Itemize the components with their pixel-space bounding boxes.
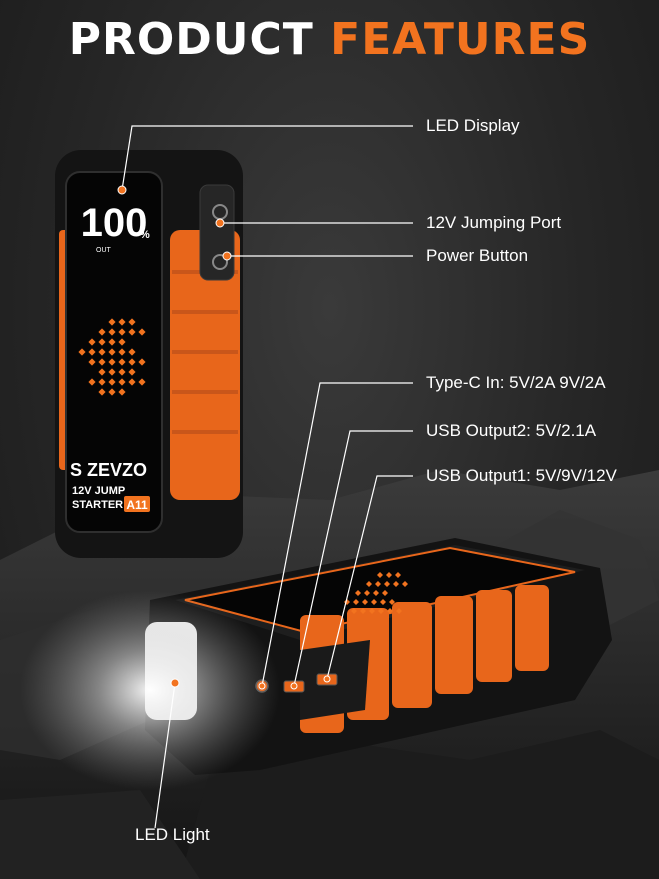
display-out-label: OUT — [96, 247, 112, 254]
charge-dot — [98, 378, 106, 386]
charge-dot — [108, 368, 116, 376]
led-light-label: LED Light — [135, 825, 210, 844]
page-title: PRODUCT FEATURES — [0, 14, 659, 65]
charge-dot — [108, 378, 116, 386]
charge-dot — [377, 572, 383, 578]
charge-dot — [395, 572, 401, 578]
callout-dots — [117, 185, 331, 690]
charge-dot-pattern — [78, 318, 146, 396]
charge-dot — [138, 378, 146, 386]
charge-dot — [138, 358, 146, 366]
charge-dot — [108, 338, 116, 346]
charge-dot — [128, 328, 136, 336]
usb-output2-label: USB Output2: 5V/2.1A — [426, 421, 597, 440]
charge-dot — [98, 348, 106, 356]
display-percent-sign: % — [140, 229, 150, 241]
charge-dot — [128, 318, 136, 326]
charge-dot — [369, 608, 375, 614]
type-c-label: Type-C In: 5V/2A 9V/2A — [426, 373, 606, 392]
charge-dot — [128, 348, 136, 356]
charge-dot-pattern-side — [344, 572, 408, 614]
device-side — [20, 538, 612, 790]
device-brand: S ZEVZO — [70, 460, 147, 480]
charge-dot — [375, 581, 381, 587]
charge-dot — [138, 328, 146, 336]
charge-dot — [88, 348, 96, 356]
charge-dot — [128, 378, 136, 386]
device-model-badge: A11 — [126, 498, 148, 512]
charge-dot — [108, 328, 116, 336]
charge-dot — [360, 608, 366, 614]
charge-dot — [118, 338, 126, 346]
device-model-line1: 12V JUMP — [72, 485, 125, 497]
charge-dot — [378, 608, 384, 614]
callout-lines — [121, 125, 413, 829]
charge-dot — [88, 378, 96, 386]
charge-dot — [351, 608, 357, 614]
charge-dot — [98, 358, 106, 366]
led-display-label: LED Display — [426, 116, 520, 135]
charge-dot — [118, 368, 126, 376]
charge-dot — [353, 599, 359, 605]
power-button-label: Power Button — [426, 246, 529, 265]
device-model-line2: STARTER — [72, 499, 123, 511]
charge-dot — [118, 318, 126, 326]
charge-dot — [118, 328, 126, 336]
charge-dot — [389, 599, 395, 605]
charge-dot — [386, 572, 392, 578]
charge-dot — [108, 318, 116, 326]
usb-output1-label: USB Output1: 5V/9V/12V — [426, 466, 617, 485]
charge-dot — [118, 388, 126, 396]
charge-dot — [382, 590, 388, 596]
device-front: 100 % OUT S ZEVZO 12V JUMP STARTER A11 — [55, 150, 243, 558]
charge-dot — [98, 328, 106, 336]
jumping-port-label: 12V Jumping Port — [426, 213, 562, 232]
charge-dot — [108, 358, 116, 366]
charge-dot — [393, 581, 399, 587]
charge-dot — [78, 348, 86, 356]
charge-dot — [118, 348, 126, 356]
charge-dot — [118, 358, 126, 366]
charge-dot — [128, 358, 136, 366]
charge-dot — [108, 348, 116, 356]
charge-dot — [373, 590, 379, 596]
charge-dot — [396, 608, 402, 614]
charge-dot — [364, 590, 370, 596]
charge-dot — [88, 338, 96, 346]
charge-dot — [98, 388, 106, 396]
charge-dot — [362, 599, 368, 605]
charge-dot — [98, 338, 106, 346]
charge-dot — [128, 368, 136, 376]
charge-dot — [98, 368, 106, 376]
charge-dot — [371, 599, 377, 605]
charge-dot — [384, 581, 390, 587]
charge-dot — [402, 581, 408, 587]
charge-dot — [355, 590, 361, 596]
charge-dot — [118, 378, 126, 386]
charge-dot — [366, 581, 372, 587]
charge-dot — [380, 599, 386, 605]
charge-dot — [88, 358, 96, 366]
display-percent: 100 — [81, 201, 148, 245]
charge-dot — [108, 388, 116, 396]
title-part2: FEATURES — [330, 14, 591, 65]
title-part1: PRODUCT — [68, 14, 314, 65]
charge-dot — [387, 608, 393, 614]
